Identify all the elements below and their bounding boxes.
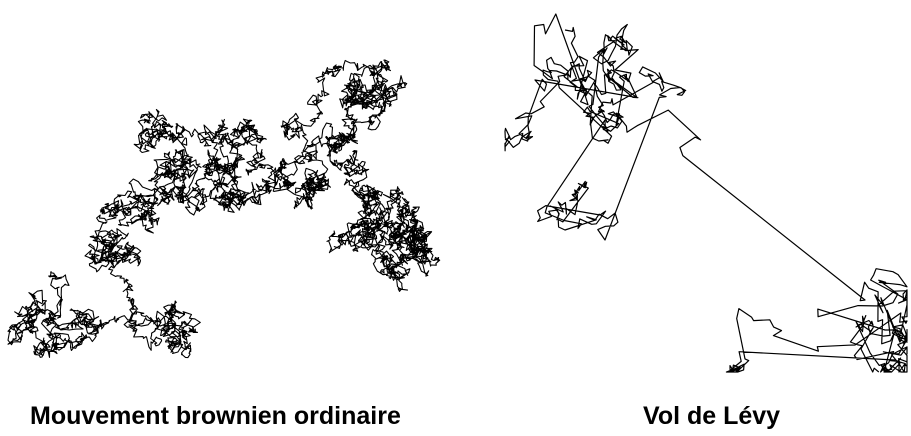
- levy-flight-path: [504, 13, 908, 373]
- levy-flight-trajectory: [504, 13, 908, 373]
- levy-flight-panel: Vol de Lévy: [455, 0, 911, 436]
- brownian-motion-trajectory: [7, 59, 441, 359]
- brownian-motion-panel: Mouvement brownien ordinaire: [0, 0, 455, 436]
- brownian-motion-caption: Mouvement brownien ordinaire: [30, 402, 401, 430]
- levy-flight-caption: Vol de Lévy: [643, 402, 781, 430]
- brownian-path: [7, 59, 441, 359]
